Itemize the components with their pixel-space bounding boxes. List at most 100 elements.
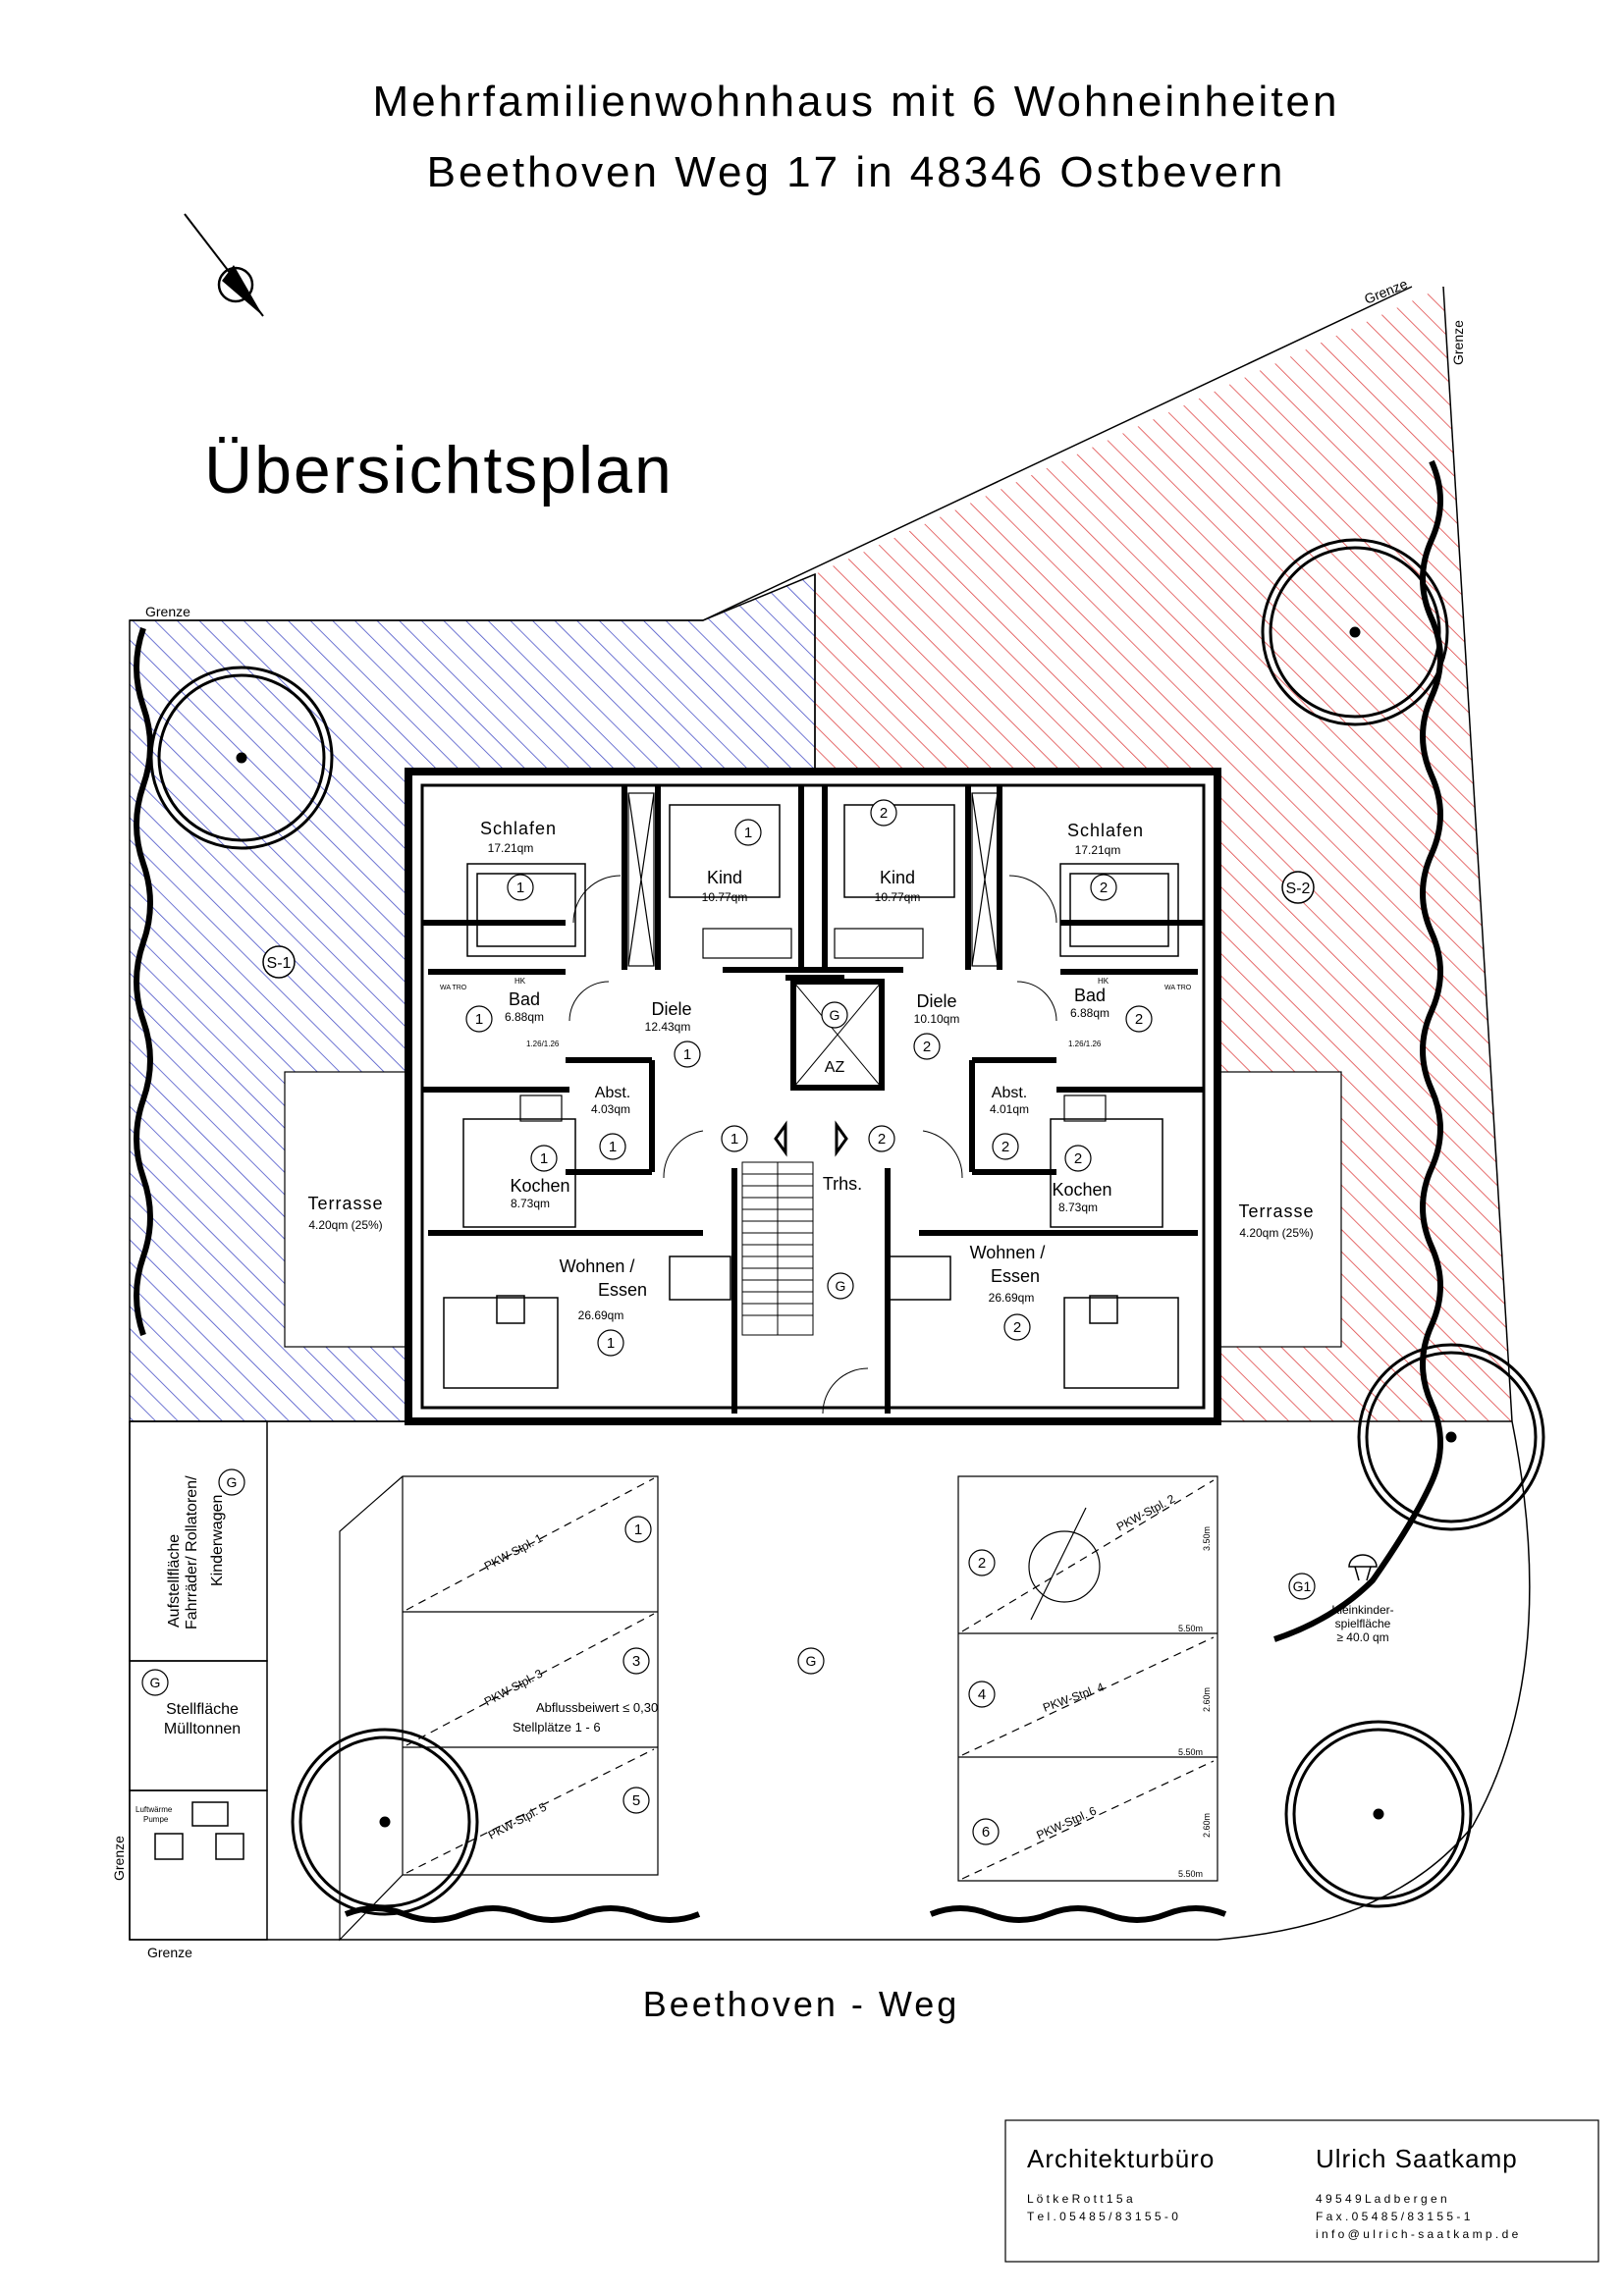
area-markers-g xyxy=(141,1001,1316,1696)
unit-markers xyxy=(465,799,1153,1357)
room-label-wohnen-1a: Wohnen / xyxy=(560,1256,635,1276)
svg-text:5: 5 xyxy=(632,1792,640,1809)
room-area-bad-1: 6.88qm xyxy=(505,1010,544,1024)
room-area-diele-2: 10.10qm xyxy=(914,1012,960,1026)
svg-text:1: 1 xyxy=(683,1046,691,1063)
room-label-kind-2: Kind xyxy=(880,868,915,887)
office-email: i n f o @ u l r i c h - s a a t k a m p … xyxy=(1316,2227,1519,2241)
parking-label-5: PKW-Stpl. 5 xyxy=(486,1800,549,1842)
svg-text:S-2: S-2 xyxy=(1286,881,1311,897)
runoff-line2: Stellplätze 1 - 6 xyxy=(513,1720,601,1735)
bins-area-l1: Stellfläche xyxy=(166,1701,239,1718)
svg-text:4: 4 xyxy=(978,1686,986,1703)
fixture-hk-1: HK xyxy=(514,977,526,986)
architect-name: Ulrich Saatkamp xyxy=(1316,2144,1518,2173)
play-area-l3: ≥ 40.0 qm xyxy=(1336,1630,1388,1644)
tree-circle-icon xyxy=(1261,538,1449,726)
svg-text:1: 1 xyxy=(540,1150,548,1167)
svg-text:1: 1 xyxy=(609,1139,617,1155)
boundary-label-w: Grenze xyxy=(111,1836,127,1881)
tree-circle-icon xyxy=(1357,1343,1545,1531)
dim-550-c: 5.50m xyxy=(1178,1869,1203,1879)
svg-text:2: 2 xyxy=(923,1039,931,1055)
parking-number-markers xyxy=(622,1516,1000,1845)
fixture-wm-2: WA TRO xyxy=(1164,985,1192,991)
svg-text:G: G xyxy=(150,1675,161,1690)
svg-text:G: G xyxy=(806,1653,817,1669)
dim-260-a: 2.60m xyxy=(1202,1687,1212,1712)
room-area-diele-1: 12.43qm xyxy=(645,1020,691,1034)
area-marker-s2: S-2 xyxy=(1281,871,1315,904)
room-label-bad-2: Bad xyxy=(1074,986,1106,1005)
svg-text:2: 2 xyxy=(1001,1139,1009,1155)
svg-text:S-1: S-1 xyxy=(267,955,292,972)
svg-text:1: 1 xyxy=(634,1522,642,1538)
play-area-l2: spielfläche xyxy=(1335,1617,1391,1630)
title-block xyxy=(1004,2119,1599,2263)
svg-text:1: 1 xyxy=(730,1131,738,1148)
svg-text:1: 1 xyxy=(475,1011,483,1028)
dim-260-b: 2.60m xyxy=(1202,1813,1212,1838)
terrace-right xyxy=(1211,1071,1342,1348)
room-area-wohnen-2: 26.69qm xyxy=(989,1291,1035,1305)
heat-pump-l1: Luftwärme xyxy=(135,1805,173,1814)
arrow-right-icon xyxy=(835,1120,848,1157)
svg-text:G1: G1 xyxy=(1293,1578,1312,1594)
boundary-label-e: Grenze xyxy=(1450,320,1466,365)
bike-area-l1: Aufstellfläche xyxy=(166,1534,183,1628)
hedge-west xyxy=(134,627,153,1336)
tree-circle-icon xyxy=(1284,1720,1473,1908)
header-address: Beethoven Weg 17 in 48346 Ostbevern xyxy=(427,148,1286,196)
office-street: L ö t k e R o t t 1 5 a xyxy=(1027,2192,1133,2206)
north-arrow-icon xyxy=(184,213,264,317)
parking-label-1: PKW-Stpl. 1 xyxy=(482,1531,545,1574)
room-label-abst-1: Abst. xyxy=(595,1085,630,1101)
boundary-label-top: Grenze xyxy=(145,604,190,619)
office-city: 4 9 5 4 9 L a d b e r g e n xyxy=(1316,2192,1447,2206)
svg-text:2: 2 xyxy=(880,805,888,822)
room-area-kochen-1: 8.73qm xyxy=(511,1197,550,1210)
room-label-az: AZ xyxy=(825,1059,845,1076)
play-area-l1: Kleinkinder- xyxy=(1331,1603,1393,1617)
playground-icon xyxy=(1348,1554,1378,1581)
room-area-bad-2: 6.88qm xyxy=(1070,1006,1109,1020)
facility-boxes xyxy=(129,1420,268,1941)
arrow-left-icon xyxy=(774,1120,787,1157)
room-label-bad-1: Bad xyxy=(509,989,540,1009)
room-area-wohnen-1: 26.69qm xyxy=(578,1308,624,1322)
svg-text:2: 2 xyxy=(1100,880,1108,896)
room-label-schlafen-2: Schlafen xyxy=(1067,821,1144,840)
room-label-diele-2: Diele xyxy=(916,991,956,1011)
room-label-wohnen-1b: Essen xyxy=(598,1280,647,1300)
room-label-wohnen-2b: Essen xyxy=(991,1266,1040,1286)
tree-circle-icon xyxy=(149,666,334,850)
terrace-left-area: 4.20qm (25%) xyxy=(308,1218,382,1232)
street-label: Beethoven - Weg xyxy=(643,1984,960,2024)
room-area-kind-2: 10.77qm xyxy=(875,890,921,904)
window-spec-2: 1.26/1.26 xyxy=(1068,1040,1102,1048)
room-area-abst-2: 4.01qm xyxy=(990,1102,1029,1116)
office-label: Architekturbüro xyxy=(1027,2144,1215,2173)
parking-left xyxy=(339,1475,659,1942)
terrace-right-area: 4.20qm (25%) xyxy=(1239,1226,1313,1240)
window-spec-1: 1.26/1.26 xyxy=(526,1040,560,1048)
svg-text:2: 2 xyxy=(978,1555,986,1572)
parking-label-4: PKW-Stpl. 4 xyxy=(1041,1680,1106,1715)
parking-right xyxy=(957,1475,1218,1882)
terrace-left xyxy=(284,1071,415,1348)
office-fax: F a x . 0 5 4 8 5 / 8 3 1 5 5 - 1 xyxy=(1316,2210,1471,2223)
office-tel: T e l . 0 5 4 8 5 / 8 3 1 5 5 - 0 xyxy=(1027,2210,1178,2223)
room-area-schlafen-2: 17.21qm xyxy=(1075,843,1121,857)
header-title: Mehrfamilienwohnhaus mit 6 Wohneinheiten xyxy=(372,78,1339,126)
tree-circle-icon xyxy=(291,1728,479,1916)
room-label-schlafen-1: Schlafen xyxy=(480,819,557,838)
room-label-wohnen-2a: Wohnen / xyxy=(970,1243,1046,1262)
room-label-diele-1: Diele xyxy=(651,999,691,1019)
hedge-south-right xyxy=(929,1905,1227,1923)
parking-label-2: PKW-Stpl. 2 xyxy=(1114,1492,1177,1534)
room-area-abst-1: 4.03qm xyxy=(591,1102,630,1116)
svg-text:2: 2 xyxy=(1074,1150,1082,1167)
bike-area-l3: Kinderwagen xyxy=(209,1495,226,1586)
